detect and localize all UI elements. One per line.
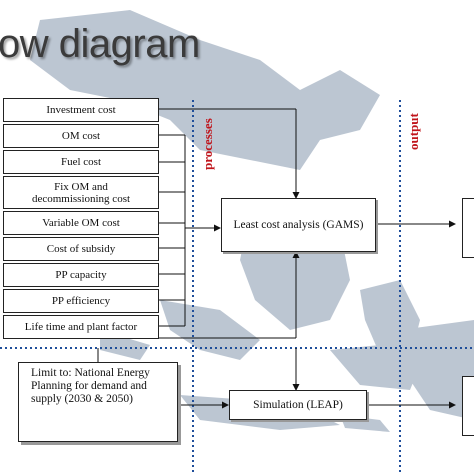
label-processes: processes [200,118,215,170]
page-title: ow diagram [0,22,200,66]
input-cost-of-subsidy: Cost of subsidy [3,237,159,261]
least-cost-analysis-box: Least cost analysis (GAMS) [221,198,376,252]
output-box-top [462,198,474,258]
output-box-bottom [462,376,474,436]
input-fuel-cost: Fuel cost [3,150,159,174]
input-pp-efficiency: PP efficiency [3,289,159,313]
input-fix-om-decommissioning-cost: Fix OM and decommissioning cost [3,176,159,209]
input-variable-om-cost: Variable OM cost [3,211,159,235]
simulation-box: Simulation (LEAP) [229,390,367,420]
label-output: output [406,113,421,150]
input-om-cost: OM cost [3,124,159,148]
input-pp-capacity: PP capacity [3,263,159,287]
limit-box: Limit to: National Energy Planning for d… [18,362,178,442]
input-investment-cost: Investment cost [3,98,159,122]
input-life-time-plant-factor: Life time and plant factor [3,315,159,339]
